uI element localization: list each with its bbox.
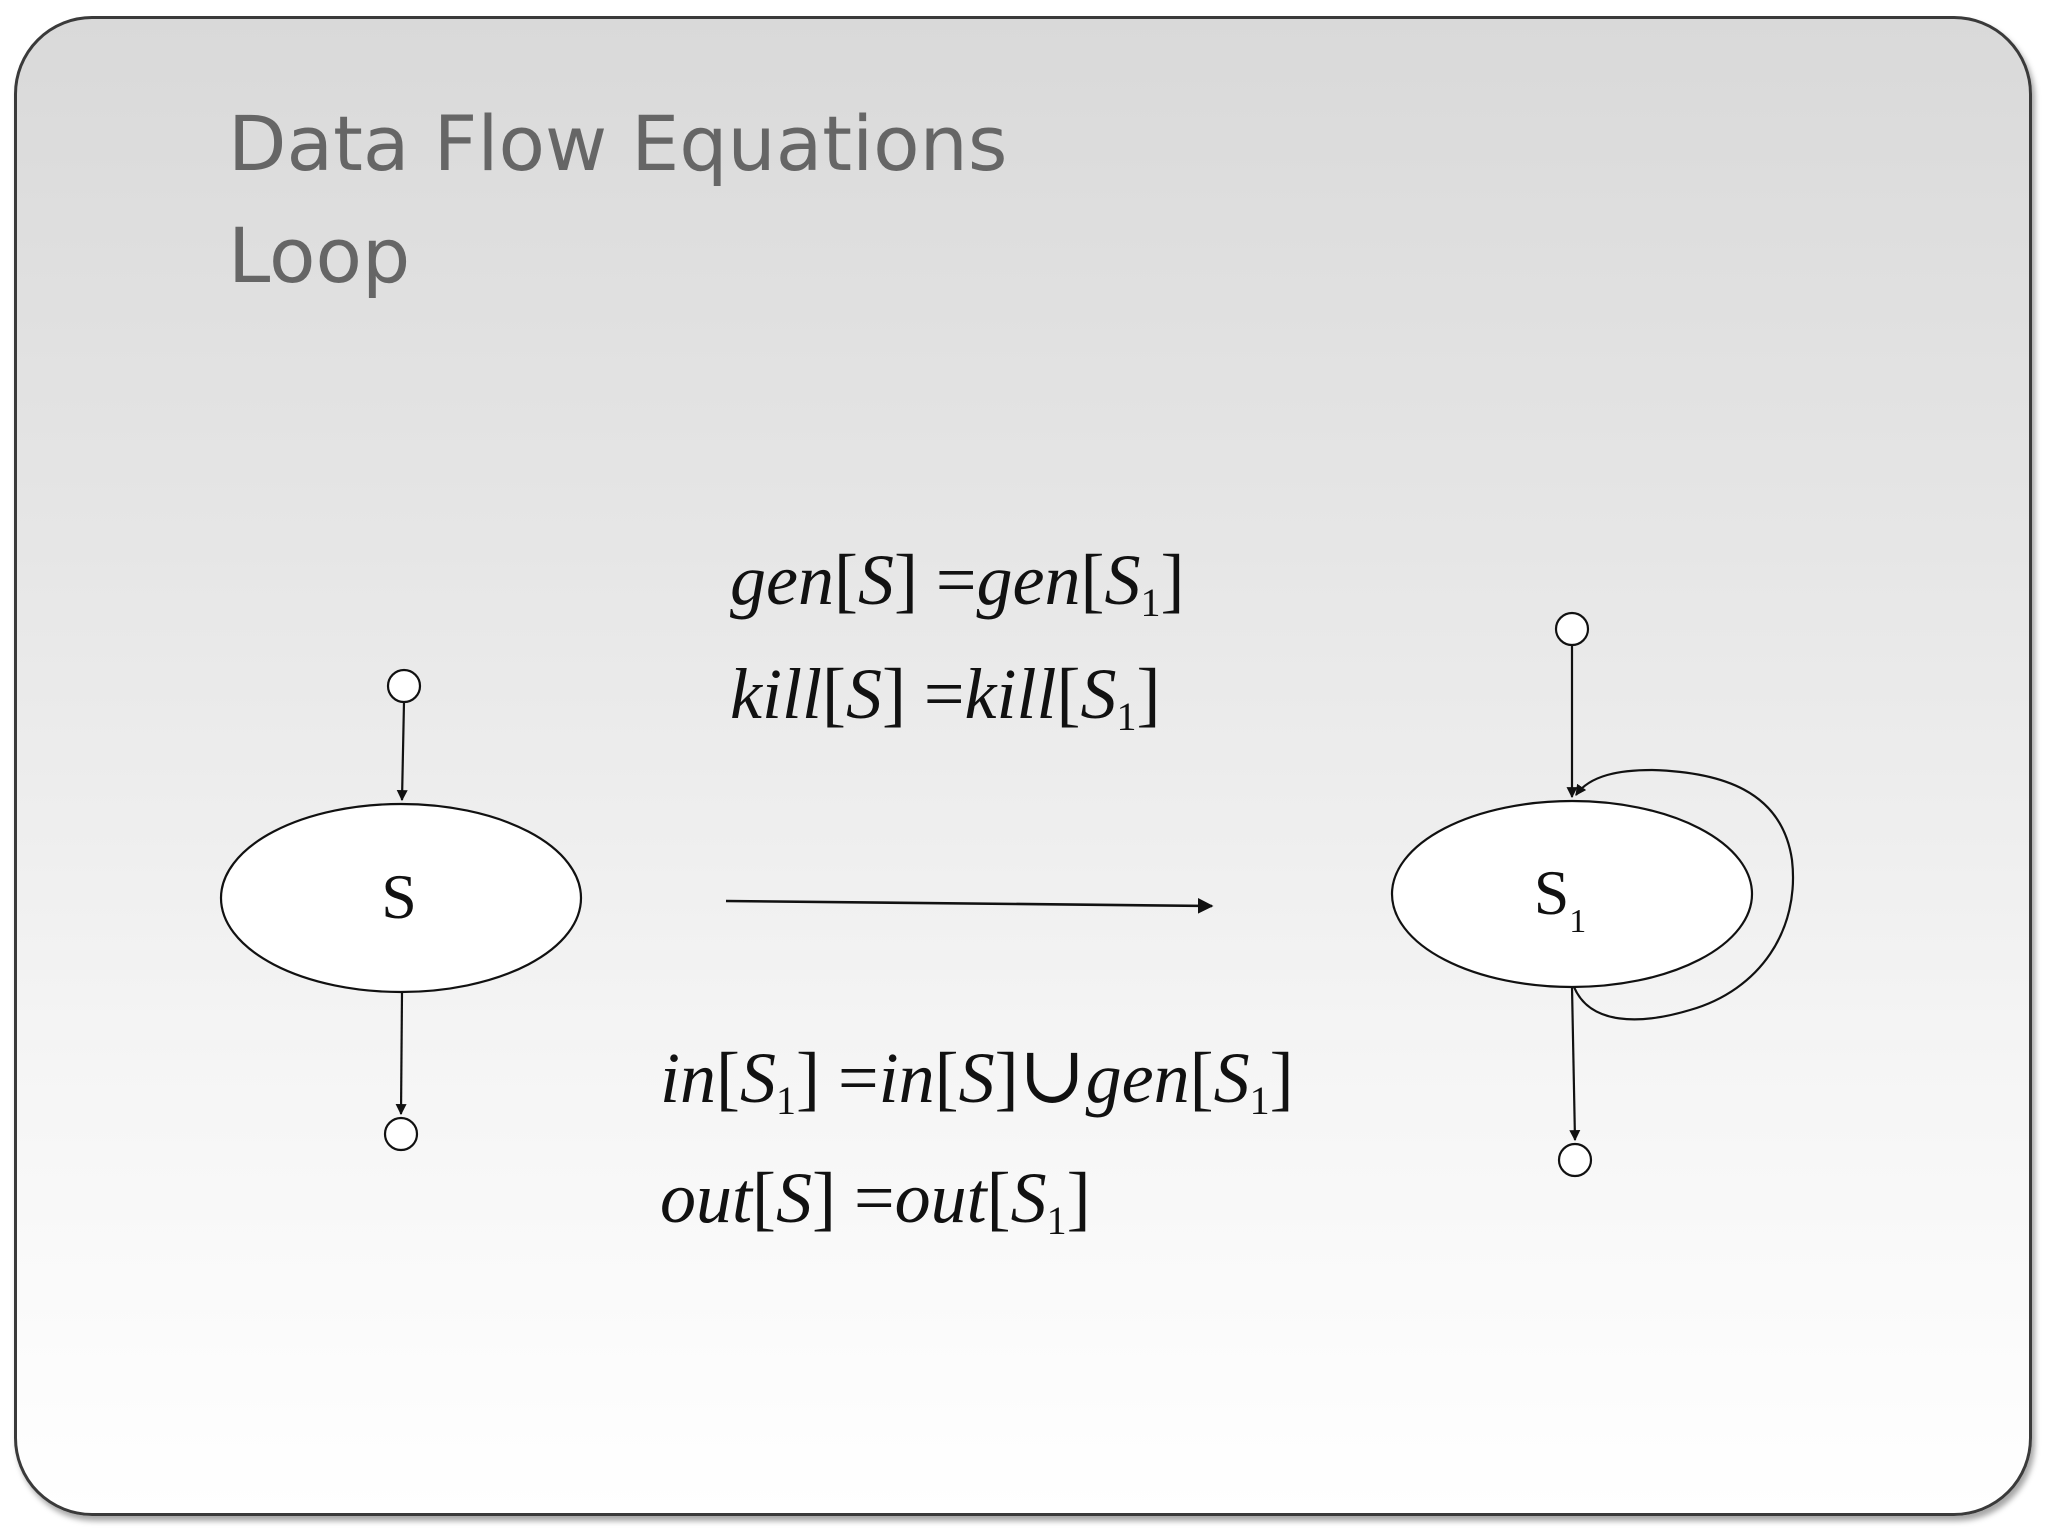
left-entry-edge [396,701,408,802]
left-entry-node [386,668,422,704]
left-node-label: S [381,861,417,932]
title-line-1: Data Flow Equations [228,99,1008,188]
equation-gen: gen[S] =gen[S1] [730,540,1184,625]
transform-arrow [725,898,1214,914]
right-exit-edge [1569,986,1581,1142]
equation-kill: kill[S] =kill[S1] [730,654,1160,739]
slide-title: Data Flow Equations Loop [228,88,1007,312]
equation-in: in[S1] =in[S]∪gen[S1] [660,1032,1294,1123]
right-exit-node [1557,1142,1593,1178]
right-loop-back-edge [1572,768,1795,1021]
left-exit-edge [395,991,407,1116]
right-entry-node [1554,611,1590,647]
right-statement-node [1390,799,1754,989]
equation-out: out[S] =out[S1] [660,1158,1091,1243]
left-exit-node [383,1116,419,1152]
right-node-label: S1 [1534,857,1587,940]
slide-frame [14,16,2032,1516]
title-line-2: Loop [228,211,411,300]
